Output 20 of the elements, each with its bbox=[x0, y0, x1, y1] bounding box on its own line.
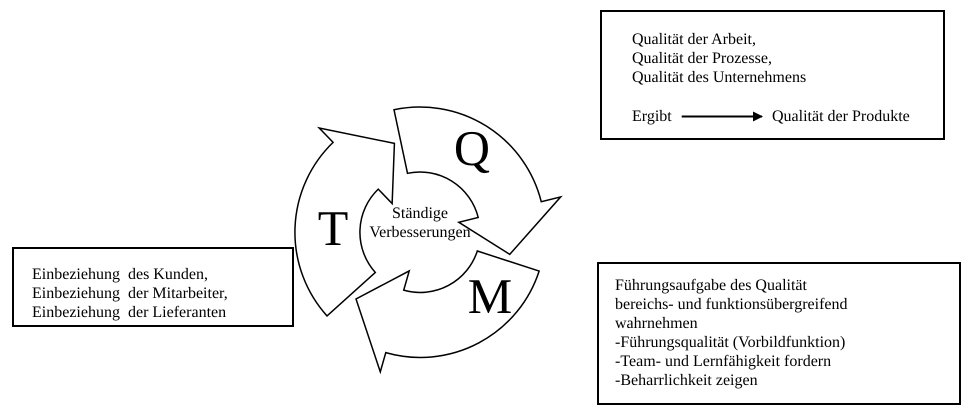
text-line: Führungsaufgabe des Qualität bereichs- und funktionsübergreifend wahrnehmen bbox=[615, 276, 849, 333]
letter-label: M bbox=[468, 270, 512, 321]
text-box bbox=[600, 10, 945, 140]
text-box bbox=[597, 262, 961, 405]
text-line: Qualität des Unternehmens bbox=[632, 68, 808, 87]
text-box bbox=[12, 247, 294, 327]
text-label: Ergibt bbox=[632, 107, 672, 126]
arrow bbox=[682, 112, 763, 122]
letter-label: T bbox=[318, 202, 348, 253]
text-line: -Beharrlichkeit zeigen bbox=[615, 371, 759, 390]
text-line: Qualität der Prozesse, bbox=[632, 49, 773, 68]
text-line: -Team- und Lernfähigkeit fordern bbox=[615, 352, 832, 371]
text-label: Qualität der Produkte bbox=[772, 107, 910, 126]
text-line: Einbeziehung des Kunden, bbox=[32, 265, 209, 284]
text-line: -Führungsqualität (Vorbildfunktion) bbox=[615, 333, 846, 352]
text-line: Einbeziehung der Lieferanten bbox=[32, 303, 228, 322]
text-line: Einbeziehung der Mitarbeiter, bbox=[32, 284, 229, 303]
text-line: Qualität der Arbeit, bbox=[632, 30, 757, 49]
center-label: Ständige Verbesserungen bbox=[368, 204, 472, 242]
letter-label: Q bbox=[454, 123, 490, 173]
